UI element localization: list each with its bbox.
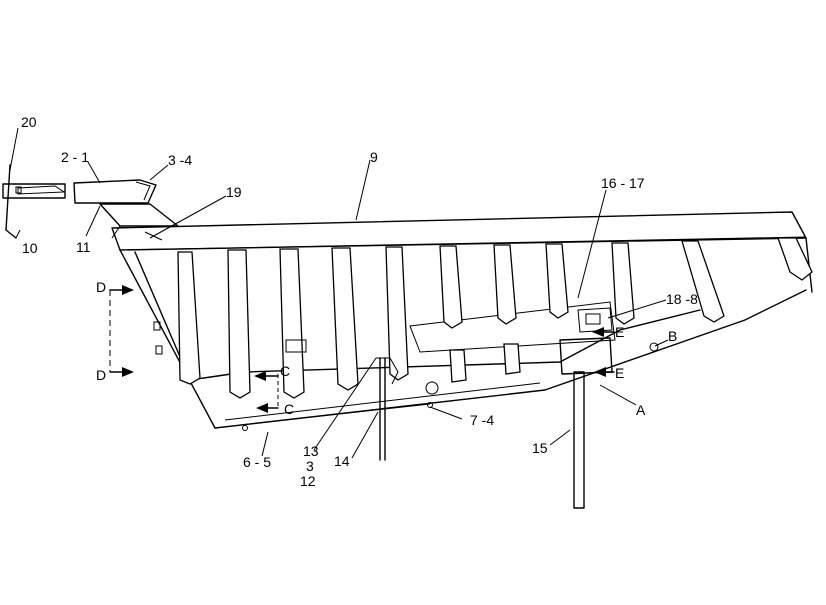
section-marker-c xyxy=(254,371,279,413)
label-part-3: 3 xyxy=(306,458,314,474)
section-marker-d xyxy=(109,285,134,377)
rod-part-15 xyxy=(559,307,613,509)
section-marker-e xyxy=(592,327,615,377)
label-section-d-bottom: D xyxy=(96,367,106,383)
label-part-20: 20 xyxy=(21,114,37,130)
label-part-15: 15 xyxy=(532,440,548,456)
label-section-c-top: C xyxy=(280,363,290,379)
label-section-e-top: E xyxy=(615,324,624,340)
front-plate-part-20-10 xyxy=(2,164,66,239)
label-part-7-4: 7 -4 xyxy=(470,412,494,428)
fastener-details xyxy=(144,231,659,431)
label-part-10: 10 xyxy=(22,240,38,256)
label-part-6-5: 6 - 5 xyxy=(243,454,271,470)
label-part-12: 12 xyxy=(300,473,316,489)
label-part-14: 14 xyxy=(334,453,350,469)
label-section-e-bottom: E xyxy=(615,365,624,381)
leader-lines xyxy=(9,127,669,459)
label-part-19: 19 xyxy=(226,184,242,200)
part-labels: 20 2 - 1 3 -4 9 16 - 17 19 10 11 D D 18 … xyxy=(21,114,698,489)
label-part-11: 11 xyxy=(76,239,91,255)
label-part-2-1: 2 - 1 xyxy=(61,149,89,165)
label-part-13: 13 xyxy=(303,443,319,459)
label-point-b: B xyxy=(668,328,677,344)
label-part-16-17: 16 - 17 xyxy=(601,175,645,191)
label-section-c-bottom: C xyxy=(284,401,294,417)
label-point-a: A xyxy=(636,402,646,418)
label-section-d-top: D xyxy=(96,279,106,295)
label-part-9: 9 xyxy=(370,149,378,165)
label-part-3-4: 3 -4 xyxy=(168,152,192,168)
label-part-18-8: 18 -8 xyxy=(666,291,698,307)
side-rib-tubes xyxy=(177,237,813,399)
front-beam-part-2-1 xyxy=(73,179,157,204)
front-wedge-part-11 xyxy=(99,203,179,239)
